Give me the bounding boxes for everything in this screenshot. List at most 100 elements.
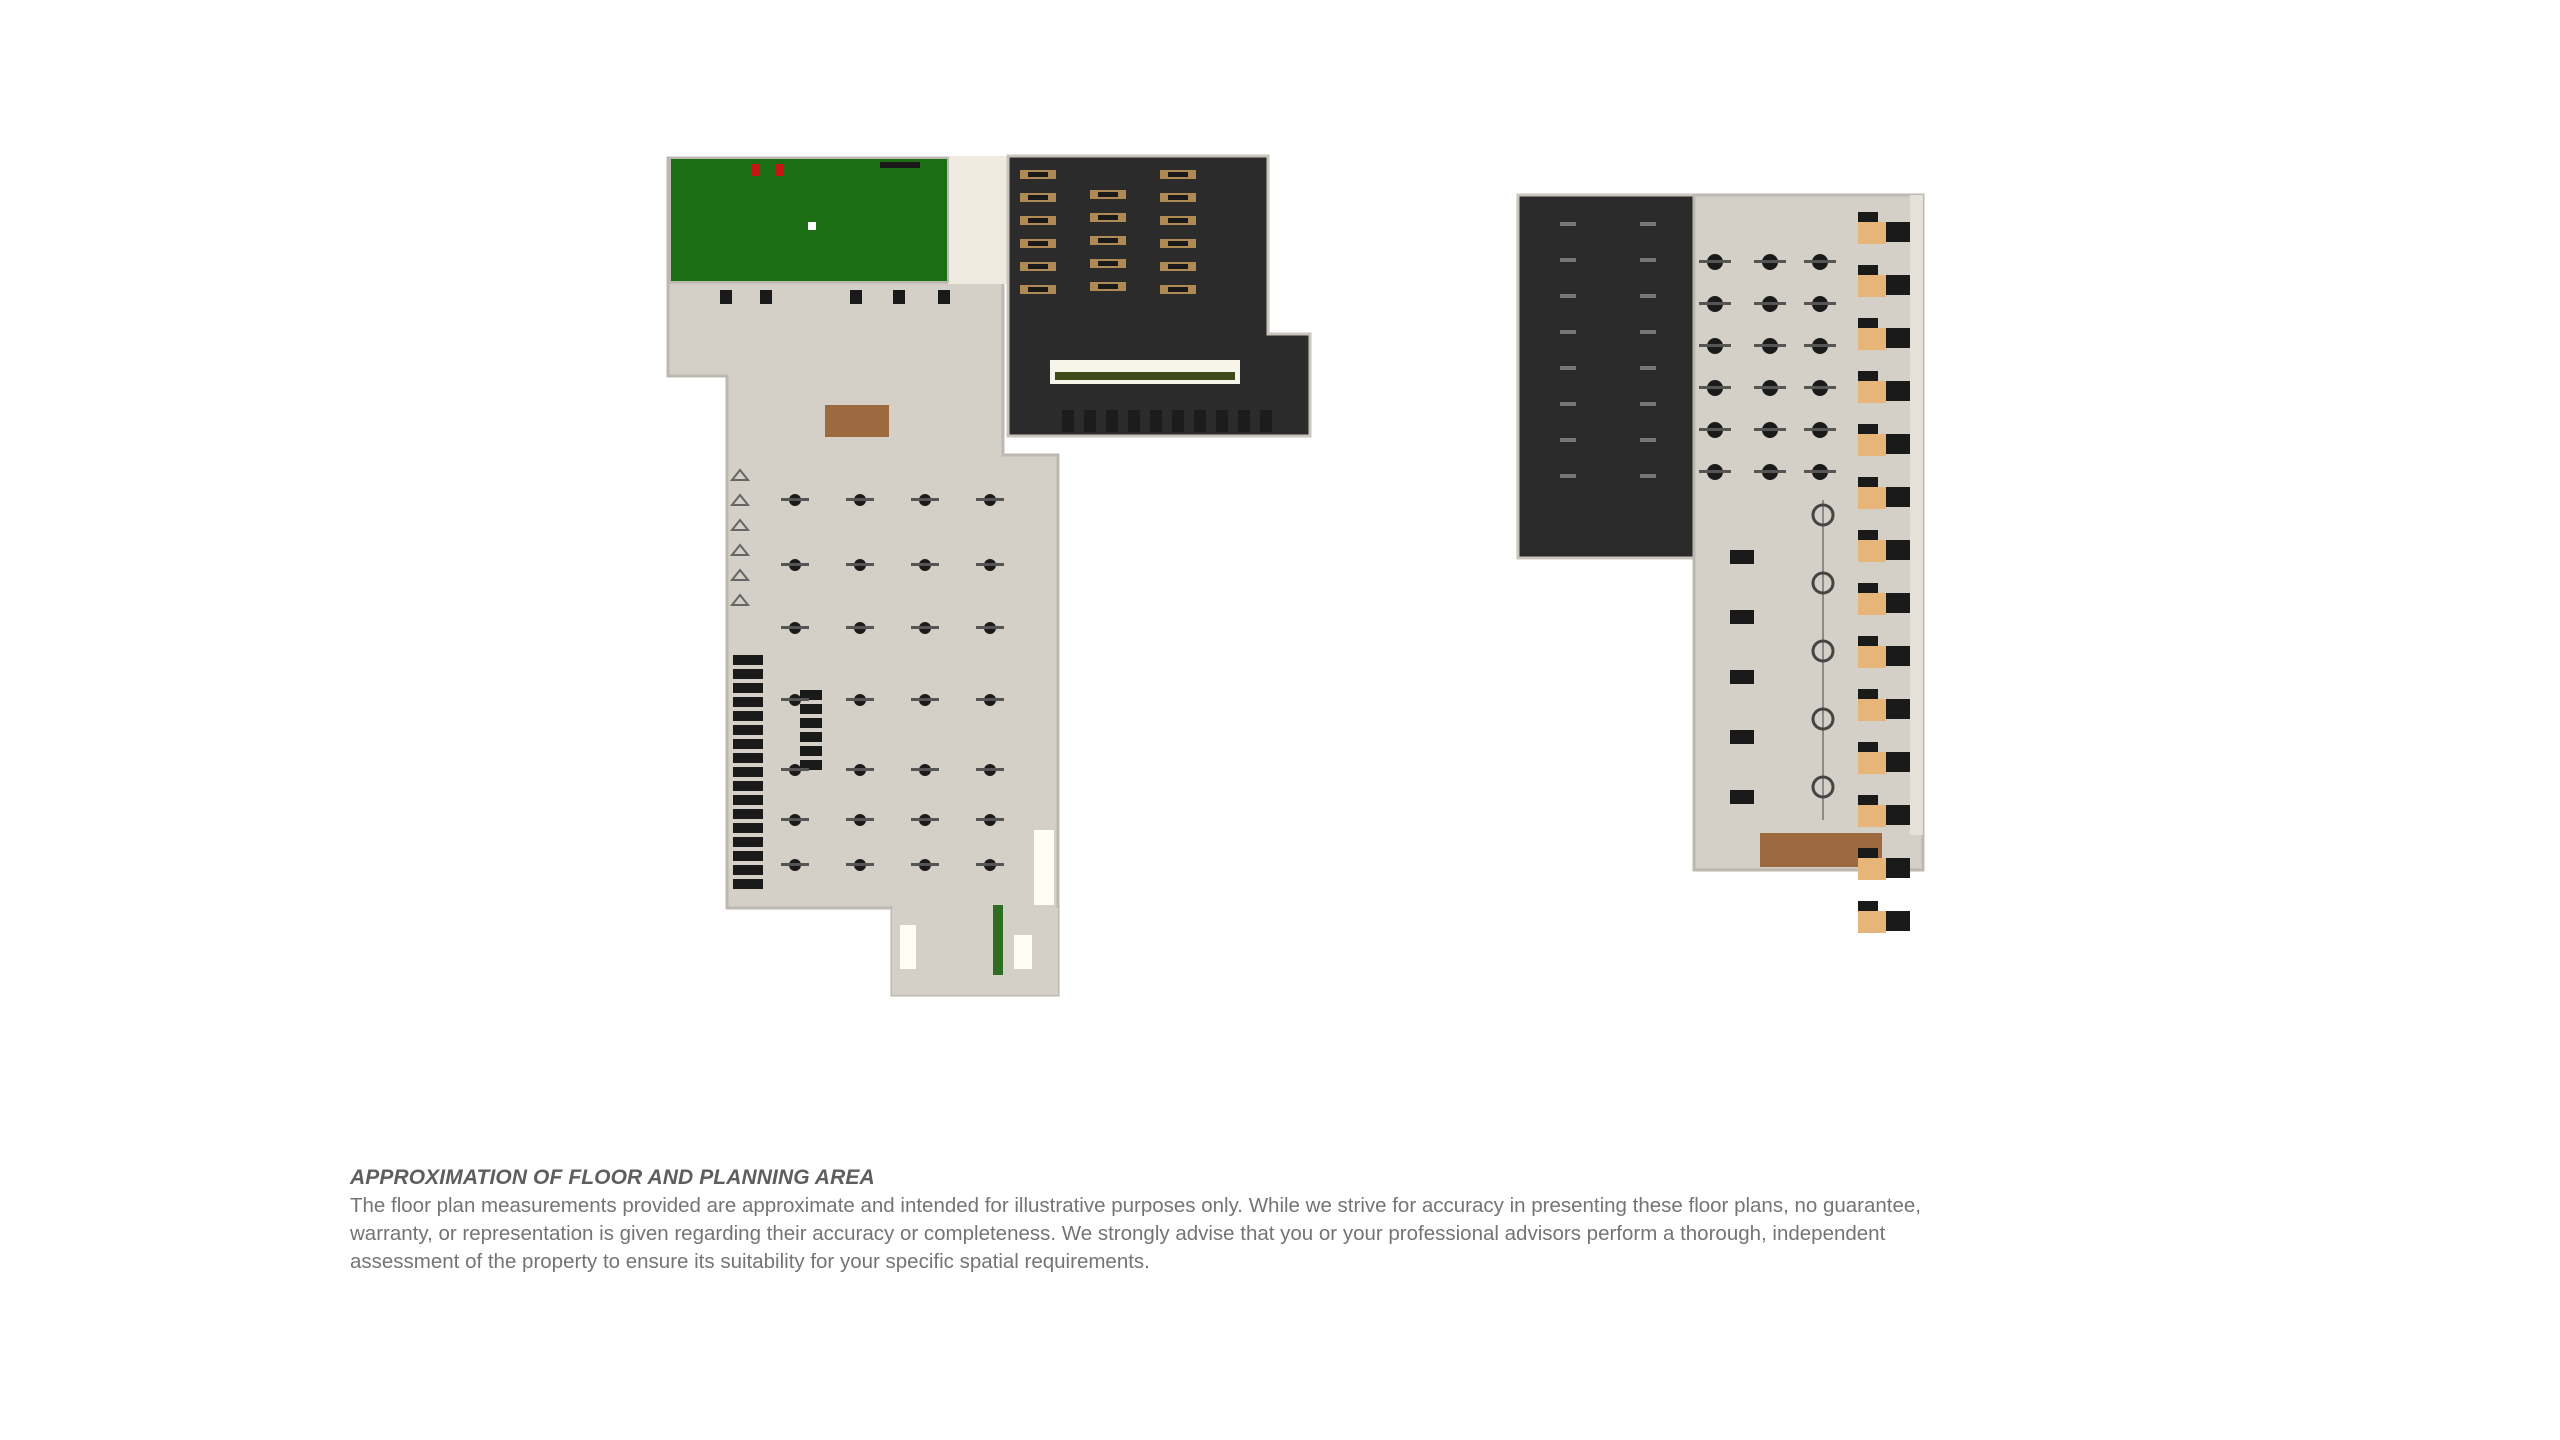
equipment-mark bbox=[1754, 344, 1786, 347]
equipment-mark bbox=[1886, 487, 1910, 507]
equipment-mark bbox=[1886, 275, 1910, 295]
equipment-mark bbox=[880, 162, 920, 168]
equipment-mark bbox=[1858, 434, 1886, 456]
equipment-mark bbox=[1560, 402, 1576, 406]
equipment-mark bbox=[850, 290, 862, 304]
equipment-mark bbox=[733, 865, 763, 875]
equipment-mark bbox=[1730, 670, 1754, 684]
equipment-mark bbox=[781, 818, 809, 821]
equipment-mark bbox=[911, 498, 939, 501]
equipment-mark bbox=[729, 518, 751, 531]
equipment-mark bbox=[733, 683, 763, 693]
equipment-mark bbox=[1858, 222, 1886, 244]
equipment-mark bbox=[1168, 195, 1188, 200]
equipment-mark bbox=[1238, 410, 1250, 432]
equipment-mark bbox=[1858, 593, 1886, 615]
equipment-mark bbox=[846, 863, 874, 866]
equipment-mark bbox=[1730, 550, 1754, 564]
equipment-mark bbox=[1804, 302, 1836, 305]
equipment-mark bbox=[1640, 474, 1656, 478]
equipment-mark bbox=[1106, 410, 1118, 432]
equipment-mark bbox=[846, 698, 874, 701]
equipment-mark bbox=[733, 781, 763, 791]
equipment-mark bbox=[1804, 428, 1836, 431]
equipment-mark bbox=[1886, 646, 1910, 666]
equipment-mark bbox=[1754, 302, 1786, 305]
equipment-mark bbox=[1886, 593, 1910, 613]
equipment-mark bbox=[1858, 540, 1886, 562]
equipment-mark bbox=[1560, 438, 1576, 442]
equipment-mark bbox=[781, 626, 809, 629]
equipment-mark bbox=[733, 767, 763, 777]
equipment-mark bbox=[1858, 318, 1878, 328]
equipment-mark bbox=[1699, 470, 1731, 473]
equipment-mark bbox=[1858, 477, 1878, 487]
equipment-mark bbox=[800, 704, 822, 714]
equipment-mark bbox=[911, 863, 939, 866]
equipment-mark bbox=[1886, 328, 1910, 348]
equipment-mark bbox=[729, 493, 751, 506]
equipment-mark bbox=[976, 698, 1004, 701]
equipment-mark bbox=[1886, 858, 1910, 878]
equipment-mark bbox=[1858, 212, 1878, 222]
equipment-mark bbox=[733, 809, 763, 819]
equipment-mark bbox=[781, 863, 809, 866]
equipment-mark bbox=[846, 818, 874, 821]
dark-cycle-room bbox=[1516, 193, 1696, 560]
equipment-mark bbox=[800, 718, 822, 728]
equipment-mark bbox=[1640, 330, 1656, 334]
floor-plan-right bbox=[1516, 193, 1925, 933]
equipment-mark bbox=[976, 563, 1004, 566]
equipment-mark bbox=[1150, 410, 1162, 432]
equipment-mark bbox=[1028, 264, 1048, 269]
disclaimer-title: APPROXIMATION OF FLOOR AND PLANNING AREA bbox=[350, 1166, 875, 1189]
equipment-mark bbox=[729, 593, 751, 606]
equipment-mark bbox=[781, 498, 809, 501]
equipment-mark bbox=[1811, 707, 1835, 731]
equipment-mark bbox=[1858, 487, 1886, 509]
equipment-mark bbox=[1730, 730, 1754, 744]
equipment-mark bbox=[733, 837, 763, 847]
equipment-mark bbox=[1699, 302, 1731, 305]
equipment-mark bbox=[1560, 366, 1576, 370]
equipment-mark bbox=[800, 732, 822, 742]
equipment-mark bbox=[1804, 386, 1836, 389]
equipment-mark bbox=[1172, 410, 1184, 432]
equipment-mark bbox=[733, 739, 763, 749]
equipment-mark bbox=[1754, 428, 1786, 431]
equipment-mark bbox=[1168, 241, 1188, 246]
equipment-mark bbox=[893, 290, 905, 304]
equipment-mark bbox=[733, 851, 763, 861]
equipment-mark bbox=[776, 164, 784, 176]
equipment-mark bbox=[1640, 222, 1656, 226]
equipment-mark bbox=[733, 669, 763, 679]
equipment-mark bbox=[976, 768, 1004, 771]
equipment-mark bbox=[729, 543, 751, 556]
equipment-mark bbox=[1168, 218, 1188, 223]
equipment-mark bbox=[1640, 294, 1656, 298]
equipment-mark bbox=[911, 698, 939, 701]
equipment-mark bbox=[1858, 371, 1878, 381]
equipment-mark bbox=[911, 563, 939, 566]
disclaimer-body: The floor plan measurements provided are… bbox=[350, 1194, 1921, 1273]
equipment-mark bbox=[911, 768, 939, 771]
equipment-mark bbox=[846, 626, 874, 629]
equipment-mark bbox=[1168, 287, 1188, 292]
equipment-mark bbox=[1858, 381, 1886, 403]
equipment-mark bbox=[1754, 386, 1786, 389]
equipment-mark bbox=[729, 468, 751, 481]
equipment-mark bbox=[911, 818, 939, 821]
equipment-mark bbox=[1640, 438, 1656, 442]
equipment-mark bbox=[733, 823, 763, 833]
equipment-mark bbox=[1699, 428, 1731, 431]
equipment-mark bbox=[1886, 911, 1910, 931]
turf-zone bbox=[669, 157, 949, 283]
equipment-mark bbox=[1128, 410, 1140, 432]
equipment-mark bbox=[1098, 215, 1118, 220]
equipment-mark bbox=[1811, 639, 1835, 663]
equipment-mark bbox=[976, 818, 1004, 821]
equipment-mark bbox=[733, 879, 763, 889]
equipment-mark bbox=[800, 746, 822, 756]
equipment-mark bbox=[1730, 610, 1754, 624]
equipment-mark bbox=[1858, 275, 1886, 297]
